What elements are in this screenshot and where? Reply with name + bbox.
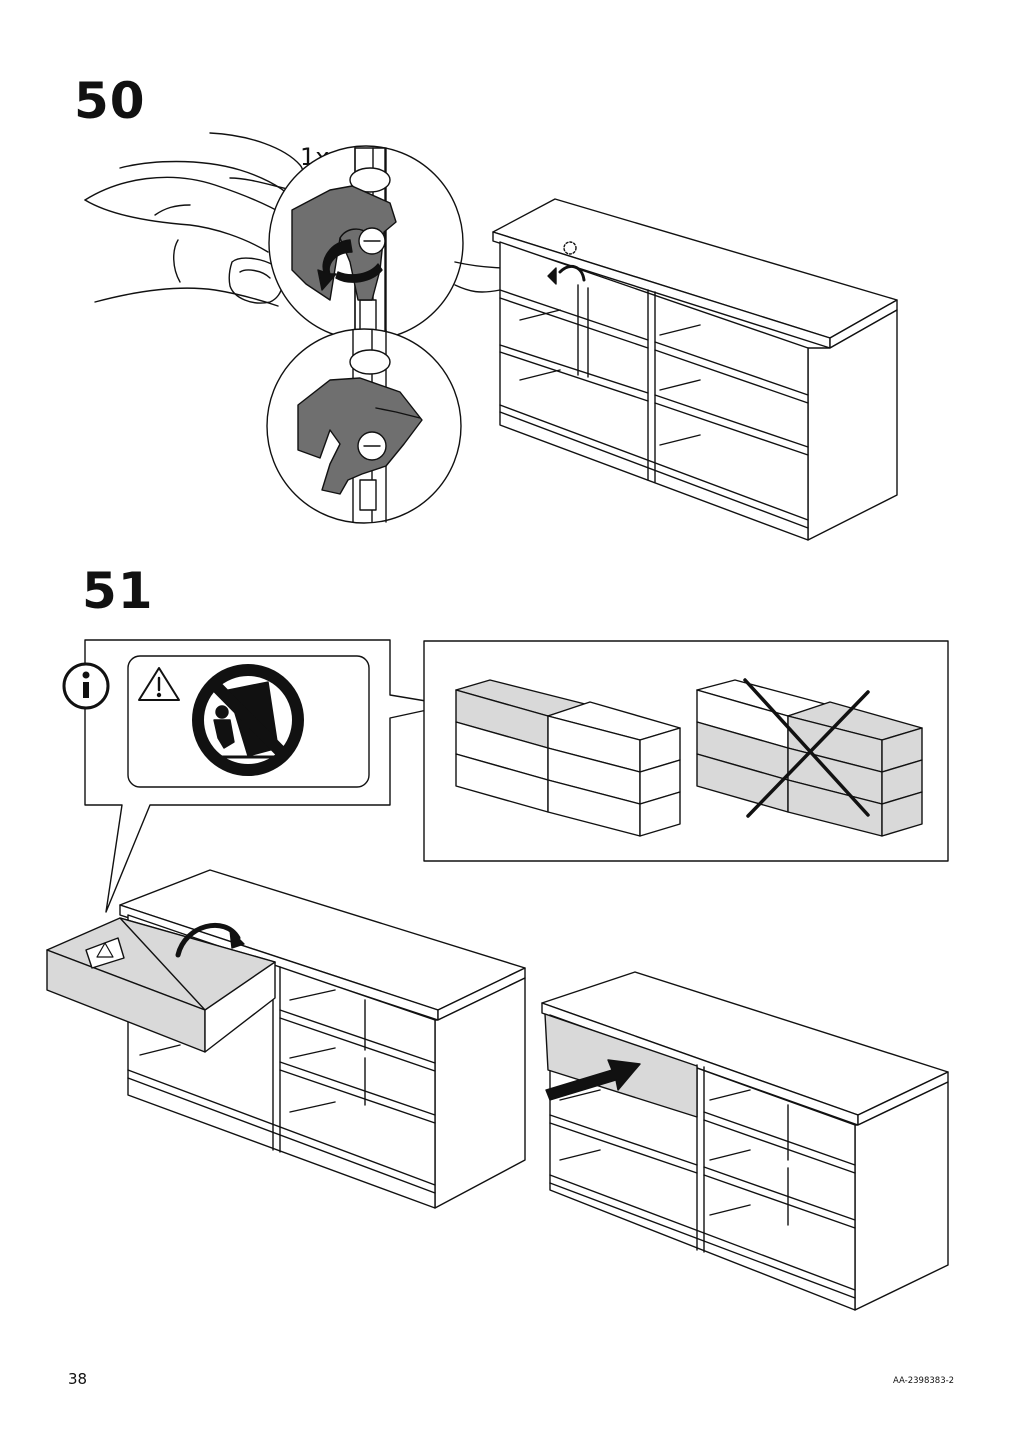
detail-circle-before — [269, 146, 463, 340]
hand-illustration — [85, 133, 303, 306]
dresser-step50 — [493, 199, 897, 540]
correct-drawer-order — [456, 680, 680, 836]
step-number-51: 51 — [82, 562, 154, 620]
x-mark-icon — [745, 680, 868, 816]
no-climbing-tipover-icon — [198, 670, 298, 770]
dresser-closing-drawer — [542, 972, 948, 1310]
detail-circle-after — [267, 329, 461, 523]
step-number-50: 50 — [74, 72, 146, 130]
dresser-open-drawer — [47, 870, 525, 1208]
info-circle-icon — [64, 664, 108, 708]
drawer-order-comparison — [424, 641, 948, 861]
warning-triangle-icon — [139, 668, 179, 700]
wrong-drawer-order — [697, 680, 922, 836]
document-code: AA-2398383-2 — [893, 1376, 955, 1386]
page-number: 38 — [68, 1370, 88, 1388]
